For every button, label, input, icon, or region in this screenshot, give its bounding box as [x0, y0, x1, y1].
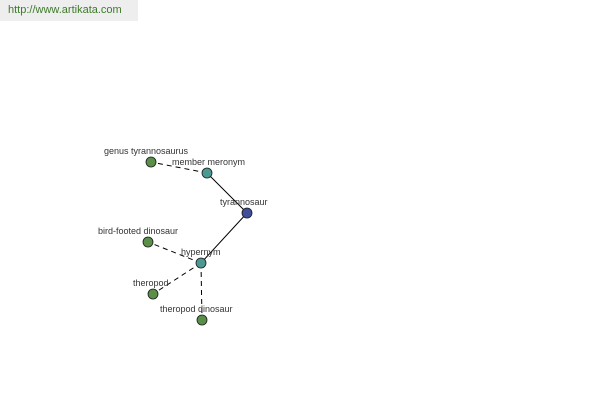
labels-layer: tyrannosaur member meronym hypernym genus t… — [98, 146, 268, 314]
edges-layer — [147, 161, 248, 321]
edge-hypernym-to-bird-footed-dinosaur — [147, 241, 202, 264]
node-label-tyrannosaur[interactable]: tyrannosaur — [220, 197, 268, 207]
node-genus-tyrannosaurus[interactable] — [145, 156, 157, 168]
node-theropod-dinosaur[interactable] — [196, 314, 208, 326]
node-label-hypernym[interactable]: hypernym — [181, 247, 221, 257]
node-tyrannosaur[interactable] — [241, 207, 253, 219]
edge-tyrannosaur-to-hypernym — [200, 212, 248, 264]
node-label-bird-footed-dinosaur[interactable]: bird-footed dinosaur — [98, 226, 178, 236]
node-label-theropod[interactable]: theropod — [133, 278, 169, 288]
node-member-meronym[interactable] — [201, 167, 213, 179]
node-bird-footed-dinosaur[interactable] — [142, 236, 154, 248]
edge-hypernym-to-theropod — [152, 262, 202, 295]
node-label-member-meronym[interactable]: member meronym — [172, 157, 245, 167]
node-label-genus-tyrannosaurus[interactable]: genus tyrannosaurus — [104, 146, 189, 156]
edge-tyrannosaur-to-member-meronym — [206, 172, 248, 214]
url-bar: http://www.artikata.com — [0, 0, 138, 21]
node-hypernym[interactable] — [195, 257, 207, 269]
site-url-link[interactable]: http://www.artikata.com — [8, 4, 122, 16]
node-theropod[interactable] — [147, 288, 159, 300]
node-label-theropod-dinosaur[interactable]: theropod dinosaur — [160, 304, 233, 314]
edge-hypernym-to-theropod-dinosaur — [200, 262, 203, 321]
edge-member-meronym-to-genus-tyrannosaurus — [150, 161, 208, 174]
nodes-layer — [142, 156, 253, 326]
